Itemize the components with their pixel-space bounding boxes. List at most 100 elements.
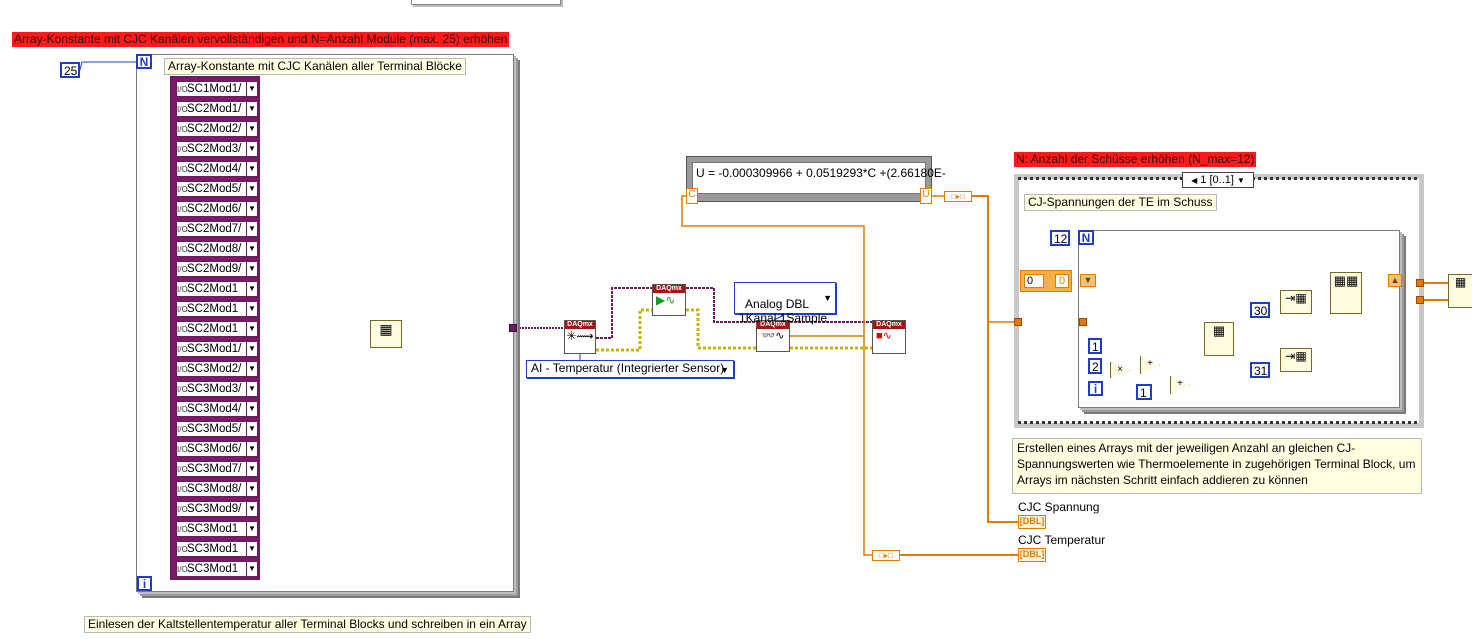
build-array-temp[interactable]: □▸□ [872,550,900,561]
chevron-down-icon[interactable]: ▼ [246,502,257,516]
channel-item[interactable]: I/OSC2Mod2/▼ [176,121,258,137]
chevron-down-icon[interactable]: ▼ [246,222,257,236]
constant-two[interactable]: 2 [1088,358,1102,374]
channel-item[interactable]: I/OSC3Mod5/▼ [176,421,258,437]
chevron-down-icon[interactable]: ▼ [246,482,257,496]
chevron-down-icon[interactable]: ▼ [246,102,257,116]
channel-item[interactable]: I/OSC2Mod1▼ [176,281,258,297]
loop-count-terminal: N [136,54,152,69]
channel-item[interactable]: I/OSC3Mod7/▼ [176,461,258,477]
case-selector-label: 1 [0..1] [1200,174,1234,186]
channel-item[interactable]: I/OSC2Mod9/▼ [176,261,258,277]
chevron-left-icon[interactable]: ◀ [1191,176,1198,185]
index-array-function[interactable]: ▦ [370,320,402,348]
daqmx-start-task[interactable]: DAQmx ▶∿ [652,284,686,316]
section-title-left: Array-Konstante mit CJC Kanälen vervolls… [12,32,510,47]
chevron-down-icon[interactable]: ▼ [246,262,257,276]
stop-icon: ■∿ [876,330,892,342]
array-index-field[interactable]: 0 [1024,274,1044,288]
chevron-down-icon[interactable]: ▼ [1237,176,1245,185]
build-array-u[interactable]: □▸□ [944,191,972,202]
chevron-down-icon[interactable]: ▼ [246,402,257,416]
chevron-down-icon[interactable]: ▼ [246,442,257,456]
formula-node[interactable]: U = -0.000309966 + 0.0519293*C +(2.66180… [686,156,946,202]
channel-item[interactable]: I/OSC2Mod6/▼ [176,201,258,217]
daqmx-create-channel[interactable]: DAQmx ✳⟿ [564,320,596,354]
chevron-down-icon[interactable]: ▼ [246,242,257,256]
case-selector[interactable]: ◀ 1 [0..1] ▼ [1182,172,1254,188]
chevron-down-icon[interactable]: ▼ [246,522,257,536]
chevron-down-icon[interactable]: ▼ [246,562,257,576]
cjc-spannung-indicator[interactable]: [DBL] [1018,515,1046,529]
channel-item[interactable]: I/OSC3Mod1▼ [176,541,258,557]
chevron-down-icon[interactable]: ▼ [246,302,257,316]
channel-item[interactable]: I/OSC3Mod4/▼ [176,401,258,417]
constant-one-a[interactable]: 1 [1088,338,1102,354]
daqmx-read[interactable]: DAQmx 👓∿ [756,320,790,352]
formula-output-terminal: U [920,188,932,204]
channel-item[interactable]: I/OSC2Mod7/▼ [176,221,258,237]
case-output-tunnel-1 [1416,279,1424,287]
build-array-function[interactable]: ▦▦ [1330,272,1362,314]
channel-item[interactable]: I/OSC3Mod9/▼ [176,501,258,517]
array-bracket-icon: [ [1019,549,1023,559]
chevron-down-icon[interactable]: ▼ [823,293,832,303]
constant-thirty[interactable]: 30 [1250,302,1270,318]
chevron-down-icon[interactable]: ▼ [246,382,257,396]
initial-array-constant[interactable]: 0 0 [1020,270,1072,292]
build-array-output[interactable]: ▦ [1448,274,1472,308]
chevron-down-icon[interactable]: ▼ [246,342,257,356]
array-value-field[interactable]: 0 [1055,274,1069,288]
chevron-down-icon[interactable]: ▼ [720,365,729,375]
daqmx-stop-task[interactable]: DAQmx ■∿ [872,320,906,354]
chevron-down-icon[interactable]: ▼ [246,202,257,216]
channel-item[interactable]: I/OSC2Mod5/▼ [176,181,258,197]
array-caption: Array-Konstante mit CJC Kanälen aller Te… [164,58,466,75]
channel-item[interactable]: I/OSC2Mod8/▼ [176,241,258,257]
channel-item[interactable]: I/OSC2Mod1/▼ [176,101,258,117]
chevron-down-icon[interactable]: ▼ [246,322,257,336]
read-mode-selector[interactable]: Analog DBL 1Kanal 1Sample ▼ [734,282,836,325]
channel-item[interactable]: I/OSC3Mod1▼ [176,561,258,577]
initialize-array-b[interactable]: ⇥▦ [1280,348,1312,372]
channel-item[interactable]: I/OSC3Mod6/▼ [176,441,258,457]
wire-err-2 [686,308,758,350]
array-bracket-icon: [ [1019,516,1023,526]
channel-item[interactable]: I/OSC3Mod2/▼ [176,361,258,377]
channel-type-label: AI - Temperatur (Integrierter Sensor) [531,361,725,375]
channel-item[interactable]: I/OSC2Mod1▼ [176,321,258,337]
constant-thirty-one[interactable]: 31 [1250,362,1270,378]
chevron-down-icon[interactable]: ▼ [246,122,257,136]
channel-item[interactable]: I/OSC1Mod1/▼ [176,81,258,97]
chevron-down-icon[interactable]: ▼ [246,462,257,476]
wire-read-value-2 [863,336,872,556]
array-grid-icon: ▦ [379,321,393,337]
shots-count-terminal: N [1078,230,1094,245]
array-subset-function[interactable]: ▦ [1204,322,1234,356]
initialize-array-a[interactable]: ⇥▦ [1280,290,1312,314]
read-mode-label: Analog DBL 1Kanal 1Sample [739,297,828,325]
channel-item[interactable]: I/OSC2Mod4/▼ [176,161,258,177]
channel-item[interactable]: I/OSC3Mod1/▼ [176,341,258,357]
channel-item[interactable]: I/OSC3Mod3/▼ [176,381,258,397]
chevron-down-icon[interactable]: ▼ [246,542,257,556]
chevron-down-icon[interactable]: ▼ [246,182,257,196]
channel-type-selector[interactable]: AI - Temperatur (Integrierter Sensor) ▼ [526,360,734,378]
chevron-down-icon[interactable]: ▼ [246,282,257,296]
cjc-channel-array-constant[interactable]: I/OSC1Mod1/▼ I/OSC2Mod1/▼ I/OSC2Mod2/▼ I… [170,76,260,580]
chevron-down-icon[interactable]: ▼ [246,362,257,376]
constant-one-b[interactable]: 1 [1136,384,1152,400]
channel-item[interactable]: I/OSC3Mod8/▼ [176,481,258,497]
n-shots-constant[interactable]: 12 [1050,230,1070,246]
chevron-down-icon[interactable]: ▼ [246,162,257,176]
channel-item[interactable]: I/OSC2Mod1▼ [176,301,258,317]
cjc-temperatur-indicator[interactable]: [DBL] [1018,548,1046,562]
n-modules-constant[interactable]: 25 [60,62,80,78]
channel-item[interactable]: I/OSC2Mod3/▼ [176,141,258,157]
array-icon: □▸□ [879,551,893,560]
channel-item[interactable]: I/OSC3Mod1▼ [176,521,258,537]
formula-text[interactable]: U = -0.000309966 + 0.0519293*C +(2.66180… [692,162,946,194]
chevron-down-icon[interactable]: ▼ [246,142,257,156]
chevron-down-icon[interactable]: ▼ [246,422,257,436]
chevron-down-icon[interactable]: ▼ [246,82,257,96]
